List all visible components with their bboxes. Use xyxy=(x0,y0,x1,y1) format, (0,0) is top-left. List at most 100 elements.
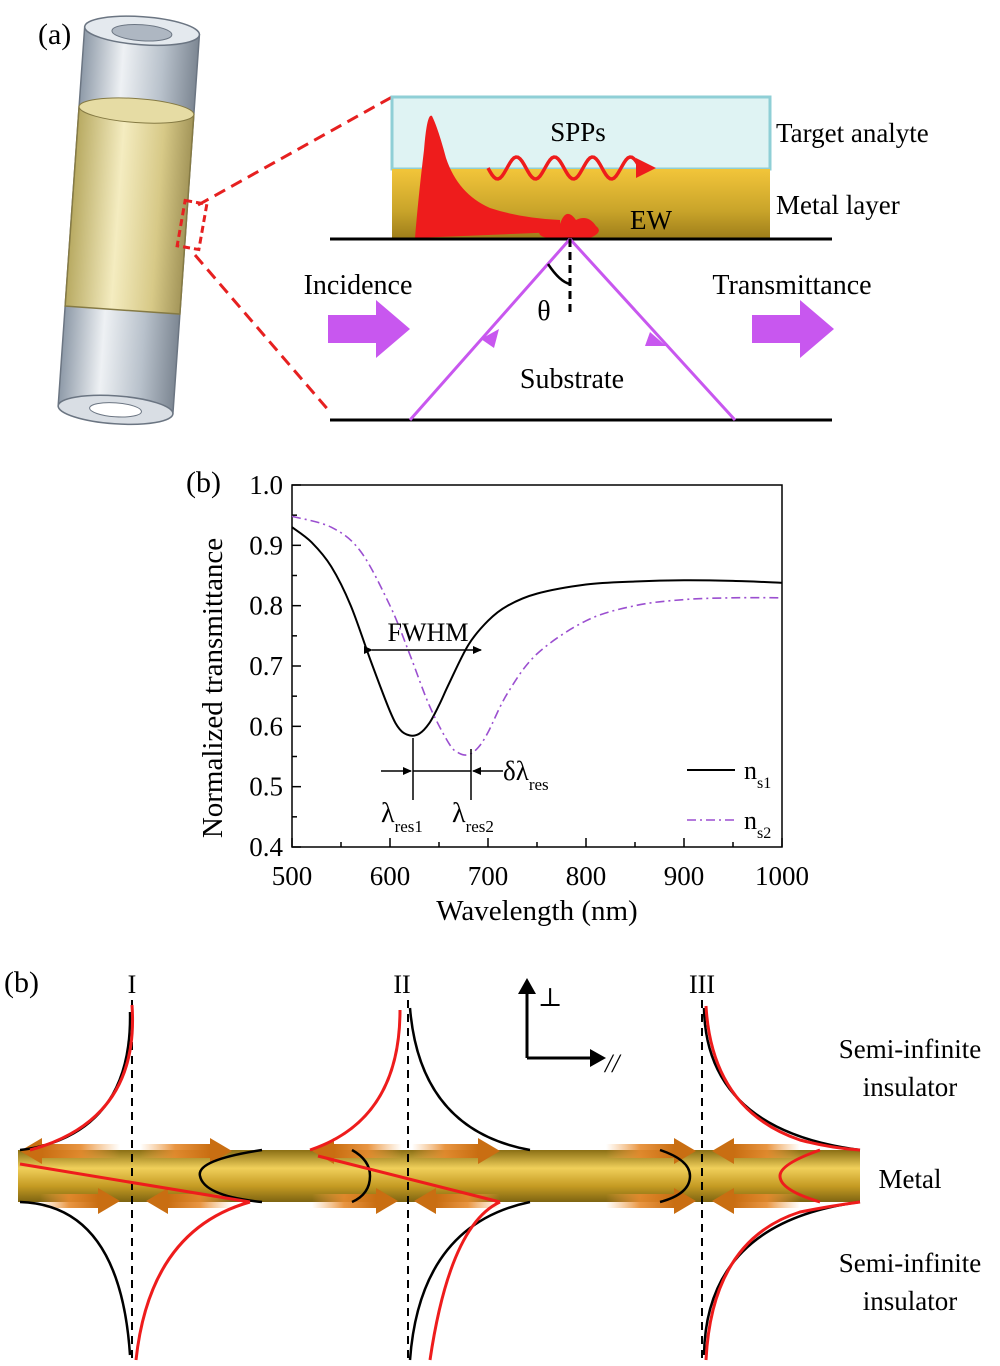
legend-ns2-sub: s2 xyxy=(757,825,771,842)
delta-lambda-main: δλ xyxy=(503,756,529,786)
evanescent-wave-blob xyxy=(539,213,599,238)
perp-axis-arrowhead xyxy=(518,978,536,994)
y-tick-label: 0.8 xyxy=(249,591,283,621)
mode-ii-black-bottom xyxy=(408,1200,531,1361)
arrow-head xyxy=(376,1188,398,1214)
transmittance-label: Transmittance xyxy=(712,270,871,301)
y-tick-label: 0.6 xyxy=(249,711,283,741)
mode-iii-red-bottom xyxy=(704,1200,861,1361)
mode-iii-label: III xyxy=(689,970,715,999)
arrow-shaft xyxy=(606,1144,674,1158)
mode-i-black-bottom xyxy=(19,1200,132,1356)
series-ns1-line xyxy=(291,526,783,737)
surface-charge-arrow xyxy=(40,1188,120,1214)
fwhm-label: FWHM xyxy=(388,618,469,647)
arrow-head xyxy=(414,1188,436,1214)
angle-arc xyxy=(546,263,571,286)
lambda-res1-main: λ xyxy=(381,798,395,829)
zoom-box xyxy=(175,198,209,252)
legend-ns1-main: n xyxy=(744,756,757,785)
metal-bar xyxy=(18,1150,860,1202)
spp-wave xyxy=(486,155,642,181)
spp-field-profile xyxy=(415,115,560,238)
arrow-shaft xyxy=(42,1144,120,1158)
metal-layer-label: Metal layer xyxy=(776,190,900,220)
theta-label: θ xyxy=(537,296,550,327)
arrow-shaft xyxy=(412,1144,478,1158)
mode-ii-inside-red xyxy=(317,1154,501,1204)
reflected-ray xyxy=(568,237,737,422)
semi-infinite-bottom-label: Semi-infinite xyxy=(839,1248,981,1278)
mode-iii-profiles xyxy=(659,1005,861,1361)
gold-coating xyxy=(64,105,195,315)
arrow-head xyxy=(712,1188,734,1214)
lambda-res1-sub: res1 xyxy=(395,817,423,836)
x-tick-label: 1000 xyxy=(755,861,809,891)
incident-ray xyxy=(408,238,572,421)
x-tick-label: 900 xyxy=(664,861,705,891)
x-tick-label: 500 xyxy=(272,861,313,891)
insulator-bottom-label: insulator xyxy=(863,1286,958,1316)
panel-c: (b) xyxy=(4,966,981,1361)
legend-ns2-main: n xyxy=(744,806,757,835)
y-tick-label: 0.5 xyxy=(249,772,283,802)
fiber-core-bottom xyxy=(89,402,142,418)
y-tick-label: 0.9 xyxy=(249,530,283,560)
x-tick-label: 600 xyxy=(370,861,411,891)
series-ns2-line xyxy=(291,515,783,756)
mode-iii-black-top xyxy=(702,1007,861,1152)
arrow-shaft xyxy=(334,1144,402,1158)
coordinate-axes: ⊥ // xyxy=(518,978,622,1078)
axis-ticks xyxy=(291,484,783,848)
arrow-head xyxy=(674,1138,696,1164)
mode-iii-black-bottom xyxy=(702,1200,861,1356)
delta-lambda-sub: res xyxy=(529,775,549,794)
surface-charge-arrow xyxy=(140,1138,232,1164)
arrow-head xyxy=(98,1188,120,1214)
mode-iii-inside-black xyxy=(659,1148,692,1204)
surface-charge-arrow xyxy=(712,1188,800,1214)
arrow-shaft xyxy=(312,1194,376,1208)
surface-charge-arrow xyxy=(606,1138,696,1164)
legend-ns1-label: ns1 xyxy=(744,756,771,792)
x-tick-label: 800 xyxy=(566,861,607,891)
target-analyte-label: Target analyte xyxy=(776,118,929,148)
y-tick-label: 0.7 xyxy=(249,651,283,681)
spps-label: SPPs xyxy=(550,117,606,147)
mode-i-inside-red xyxy=(19,1162,251,1204)
x-axis-label: Wavelength (nm) xyxy=(436,895,637,927)
fiber-cylinder xyxy=(57,15,201,426)
delta-lambda-label: δλres xyxy=(503,756,549,794)
surface-charge-arrow xyxy=(412,1138,500,1164)
mode-ii-red-top xyxy=(309,1009,402,1152)
spp-wave-arrowhead xyxy=(636,158,656,178)
panel-a: (a) SPPs EW Target analyte Metal layer xyxy=(38,15,929,426)
y-axis-label: Normalized transmittance xyxy=(197,538,229,838)
legend: ns1 ns2 xyxy=(687,756,771,842)
mode-i-black-top xyxy=(19,1011,132,1152)
y-tick-label: 0.4 xyxy=(249,832,283,862)
arrow-shaft xyxy=(40,1194,98,1208)
target-analyte-layer xyxy=(390,95,772,171)
panel-c-label: (b) xyxy=(4,966,39,999)
surface-charge-arrow xyxy=(712,1138,800,1164)
arrow-shaft xyxy=(606,1194,674,1208)
mode-iii-red-top xyxy=(704,1005,861,1152)
insulator-top-label: insulator xyxy=(863,1072,958,1102)
arrow-head xyxy=(712,1138,734,1164)
arrow-head xyxy=(146,1188,168,1214)
lambda-res2-main: λ xyxy=(452,798,466,829)
parallel-symbol: // xyxy=(603,1049,622,1078)
mode-ii-red-bottom xyxy=(428,1200,501,1361)
arrow-shaft xyxy=(140,1144,210,1158)
arrow-shaft xyxy=(734,1194,800,1208)
mode-i-red-bottom xyxy=(134,1200,251,1361)
y-tick-labels: 0.40.50.60.70.80.91.0 xyxy=(249,470,283,862)
arrow-shaft xyxy=(734,1144,800,1158)
transmittance-arrow xyxy=(752,300,834,358)
mode-ii-label: II xyxy=(393,970,410,999)
lambda-res1-label: λres1 xyxy=(381,798,423,836)
mode-i-red-top xyxy=(29,1004,135,1152)
